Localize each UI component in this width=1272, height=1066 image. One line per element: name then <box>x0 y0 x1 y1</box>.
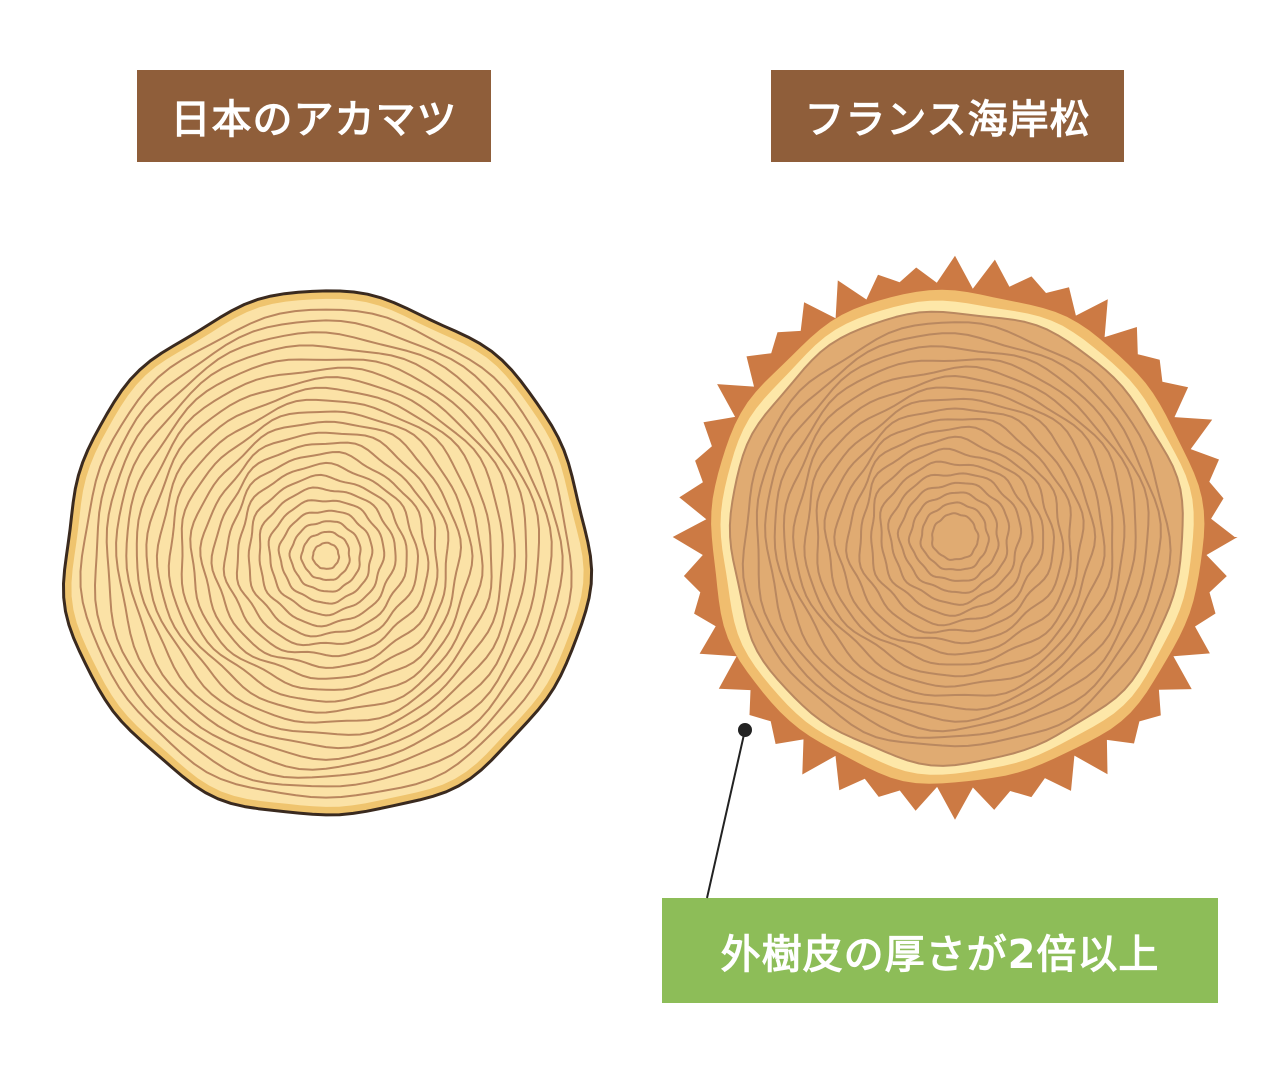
growth-ring <box>135 366 516 750</box>
growth-ring <box>189 420 462 691</box>
growth-ring <box>258 486 397 628</box>
growth-ring <box>180 410 474 703</box>
growth-ring <box>105 331 553 779</box>
growth-ring <box>299 530 351 581</box>
growth-ring <box>764 345 1150 733</box>
growth-ring <box>267 499 386 617</box>
japanese-red-pine-title: 日本のアカマツ <box>137 70 491 162</box>
growth-ring <box>210 441 439 669</box>
bark-thickness-callout: 外樹皮の厚さが2倍以上 <box>662 898 1218 1003</box>
growth-ring <box>125 358 528 761</box>
growth-ring <box>907 491 1000 582</box>
growth-ring <box>115 344 540 771</box>
growth-ring <box>887 472 1023 606</box>
growth-ring <box>288 520 362 593</box>
growth-ring <box>155 386 493 724</box>
leader-dot <box>738 723 752 737</box>
growth-ring <box>773 358 1137 723</box>
growth-ring <box>222 451 430 658</box>
growth-ring <box>803 386 1106 688</box>
growth-ring <box>277 509 374 605</box>
growth-ring <box>79 308 573 799</box>
growth-ring <box>792 375 1114 697</box>
growth-ring <box>235 461 419 647</box>
growth-ring <box>94 319 564 788</box>
growth-ring <box>896 481 1011 594</box>
growth-ring <box>782 365 1126 711</box>
growth-ring <box>833 418 1072 656</box>
growth-ring <box>845 425 1065 645</box>
growth-ring <box>311 541 341 570</box>
japanese-red-pine-cross-section <box>62 289 594 817</box>
growth-ring <box>199 431 450 680</box>
growth-ring <box>755 332 1162 739</box>
callout-leader <box>706 723 752 899</box>
growth-ring <box>879 460 1034 617</box>
growth-ring <box>815 397 1097 678</box>
growth-ring <box>247 473 408 638</box>
growth-ring <box>167 398 484 714</box>
maritime-pine-cross-section <box>672 255 1238 820</box>
leader-line <box>706 729 746 899</box>
growth-ring <box>919 501 990 571</box>
growth-ring <box>741 321 1172 748</box>
heartwood <box>728 310 1184 767</box>
growth-ring <box>931 512 980 561</box>
growth-ring <box>145 376 504 736</box>
growth-ring <box>858 435 1055 634</box>
maritime-pine-title: フランス海岸松 <box>771 70 1124 162</box>
growth-ring <box>823 407 1085 666</box>
growth-ring <box>870 447 1045 627</box>
